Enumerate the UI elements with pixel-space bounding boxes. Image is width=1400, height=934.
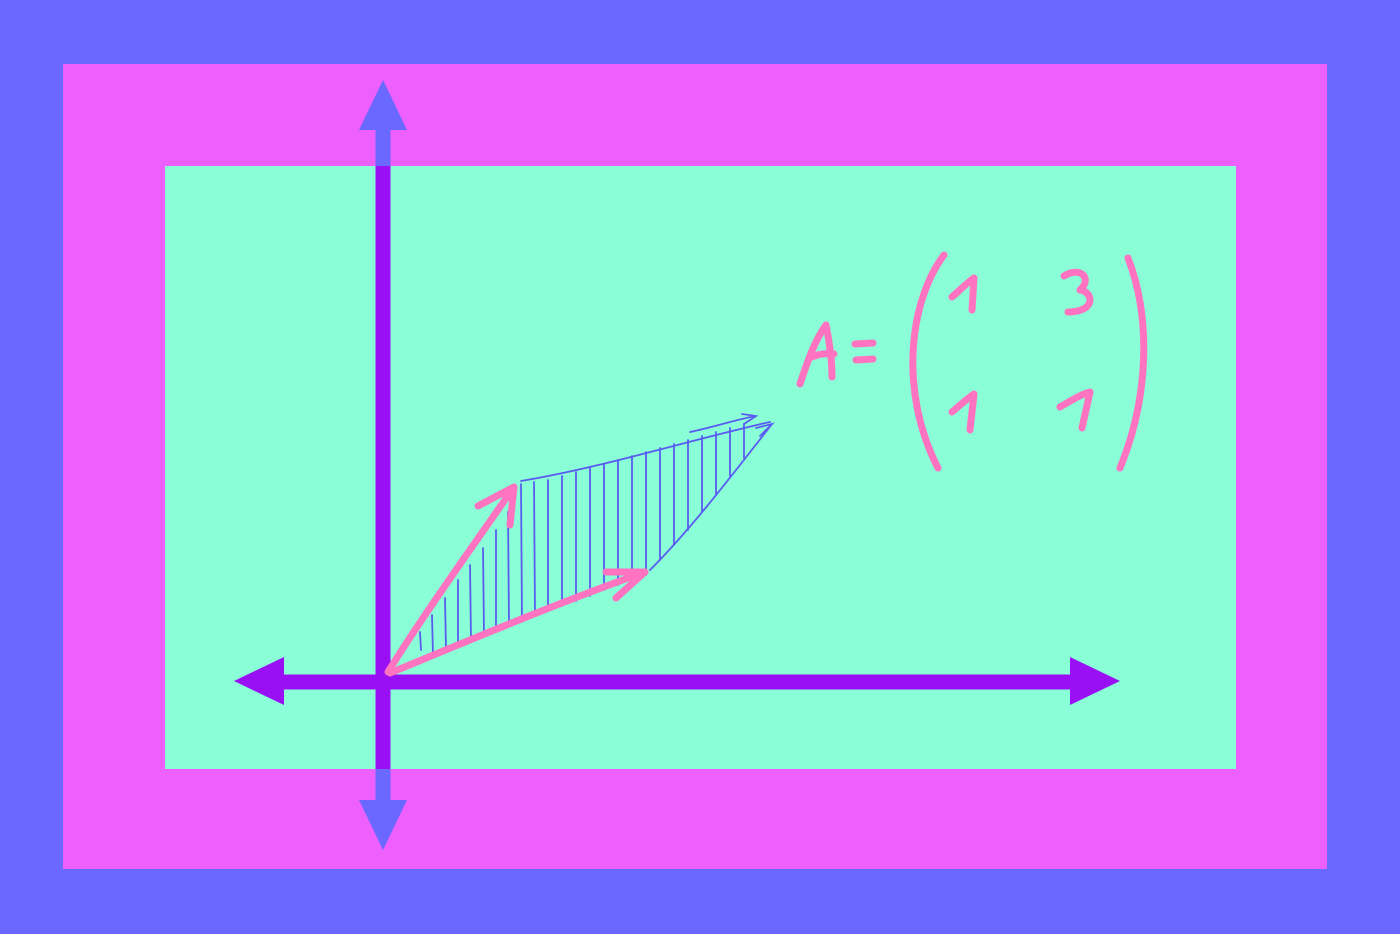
hatch-line	[431, 614, 434, 656]
parallelogram-sketch	[392, 413, 775, 666]
hatch-line	[444, 597, 447, 651]
equals-bottom	[852, 355, 877, 364]
left-arrowhead-icon	[234, 657, 284, 705]
entry-2-1-stroke	[948, 390, 978, 434]
hatch-line	[419, 631, 422, 651]
hatch-line	[507, 511, 510, 626]
vector-1-arrowhead-icon	[474, 483, 518, 529]
vectors	[384, 483, 649, 677]
equals-top	[851, 339, 877, 348]
vector-2-arrow-icon	[386, 568, 649, 677]
matrix-equation: A = 1 3 1 1	[0, 0, 1148, 472]
matrix-right-paren	[1116, 254, 1148, 472]
matrix-entry-2-2: 1	[0, 0, 1, 1]
hatch-line	[482, 547, 485, 635]
letter-a-left-stroke	[796, 321, 830, 388]
hatch-lines	[419, 423, 745, 656]
parallelogram-right-edge	[649, 423, 773, 571]
vertical-axis	[359, 80, 407, 850]
entry-1-2-stroke	[1060, 268, 1094, 316]
entry-1-1-stroke	[948, 274, 978, 314]
letter-a-crossbar	[808, 350, 838, 361]
hatch-line	[520, 483, 523, 623]
up-arrowhead-icon	[359, 80, 407, 130]
entry-2-2-stroke	[1056, 388, 1094, 432]
matrix-entries-strokes	[948, 268, 1094, 434]
parallelogram-corner-arrow-2	[741, 413, 759, 425]
equation-lhs	[796, 321, 838, 388]
equals-sign	[851, 339, 877, 364]
parallelogram-corner-arrow-icon	[755, 422, 775, 437]
horizontal-axis	[234, 657, 1120, 705]
vector-2-arrowhead-icon	[602, 568, 649, 602]
matrix-left-paren	[909, 251, 948, 472]
hatch-line	[469, 564, 472, 641]
inner-panel	[165, 166, 1236, 769]
parallelogram-top-edge-overshoot	[689, 415, 756, 433]
hatch-line	[533, 481, 536, 616]
vector-1-arrow-icon	[384, 483, 518, 676]
down-arrowhead-icon	[359, 800, 407, 850]
right-arrowhead-icon	[1070, 657, 1120, 705]
